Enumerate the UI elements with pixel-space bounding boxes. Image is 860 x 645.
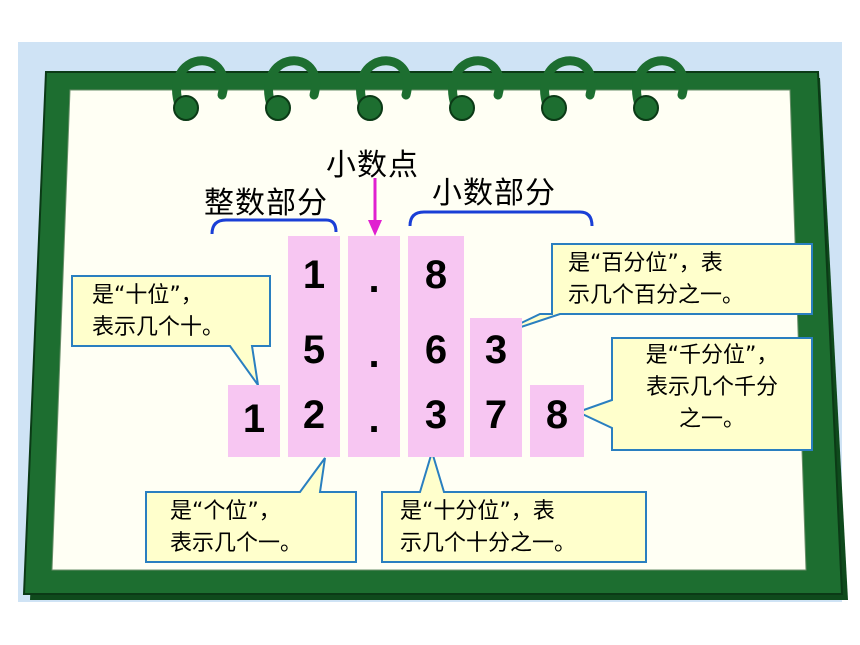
ring xyxy=(356,56,412,113)
callout-hundredths: 是“百分位”，表 示几个百分之一。 xyxy=(568,248,744,312)
integer-part-label: 整数部分 xyxy=(204,186,328,221)
decimal-part-brace xyxy=(408,210,594,227)
spiral-rings xyxy=(172,56,688,113)
callout-line: 示几个十分之一。 xyxy=(400,531,577,556)
callout-tenths-shape xyxy=(381,448,647,563)
callout-thousandths: 是“千分位”， 表示几个千分 之一。 xyxy=(614,340,810,436)
ring xyxy=(448,56,504,113)
integer-part-brace xyxy=(210,218,338,235)
callout-line: 是“十分位”，表 xyxy=(400,499,555,524)
digit: 5 xyxy=(302,328,326,372)
column-tens xyxy=(228,385,280,457)
digit: 8 xyxy=(424,253,448,297)
ring xyxy=(264,56,320,113)
callout-line: 是“百分位”，表 xyxy=(568,251,723,276)
column-ones xyxy=(288,236,340,457)
digit: 7 xyxy=(484,393,508,437)
callout-ones: 是“个位”， 表示几个一。 xyxy=(170,496,302,560)
ring xyxy=(632,56,688,113)
callout-line: 表示几个千分 xyxy=(645,375,778,400)
callout-thousandths-shape xyxy=(575,337,813,451)
ring-holes xyxy=(173,95,659,121)
column-hundredths xyxy=(470,318,522,457)
decimal-point: . xyxy=(368,332,380,376)
callout-ones-shape xyxy=(145,457,357,563)
digit: 1 xyxy=(242,397,266,441)
callout-line: 是“十位”， xyxy=(92,283,203,308)
callout-hundredths-shape xyxy=(493,243,813,337)
decimal-point: . xyxy=(368,257,380,301)
digit: 8 xyxy=(545,393,569,437)
digit: 6 xyxy=(424,328,448,372)
callout-tens: 是“十位”， 表示几个十。 xyxy=(92,280,224,344)
ring xyxy=(172,56,228,113)
callout-line: 表示几个一。 xyxy=(170,531,303,556)
decimal-part-label: 小数部分 xyxy=(432,176,556,211)
ring xyxy=(540,56,596,113)
digit: 3 xyxy=(424,393,448,437)
callout-line: 示几个百分之一。 xyxy=(568,283,745,308)
digit: 3 xyxy=(484,328,508,372)
arrow-head xyxy=(368,220,382,236)
callout-tenths: 是“十分位”，表 示几个十分之一。 xyxy=(400,496,576,560)
decimal-point-label: 小数点 xyxy=(326,148,419,183)
digit: 1 xyxy=(302,253,326,297)
callout-line: 是“个位”， xyxy=(170,499,281,524)
callout-line: 表示几个十。 xyxy=(92,315,225,340)
decimal-point: . xyxy=(368,397,380,441)
digit: 2 xyxy=(302,393,326,437)
callout-line: 之一。 xyxy=(678,407,745,432)
column-decimal-point xyxy=(348,236,400,457)
column-tenths xyxy=(408,236,464,457)
callout-tens-shape xyxy=(71,275,271,386)
column-thousandths xyxy=(530,385,584,457)
callout-line: 是“千分位”， xyxy=(645,343,779,368)
